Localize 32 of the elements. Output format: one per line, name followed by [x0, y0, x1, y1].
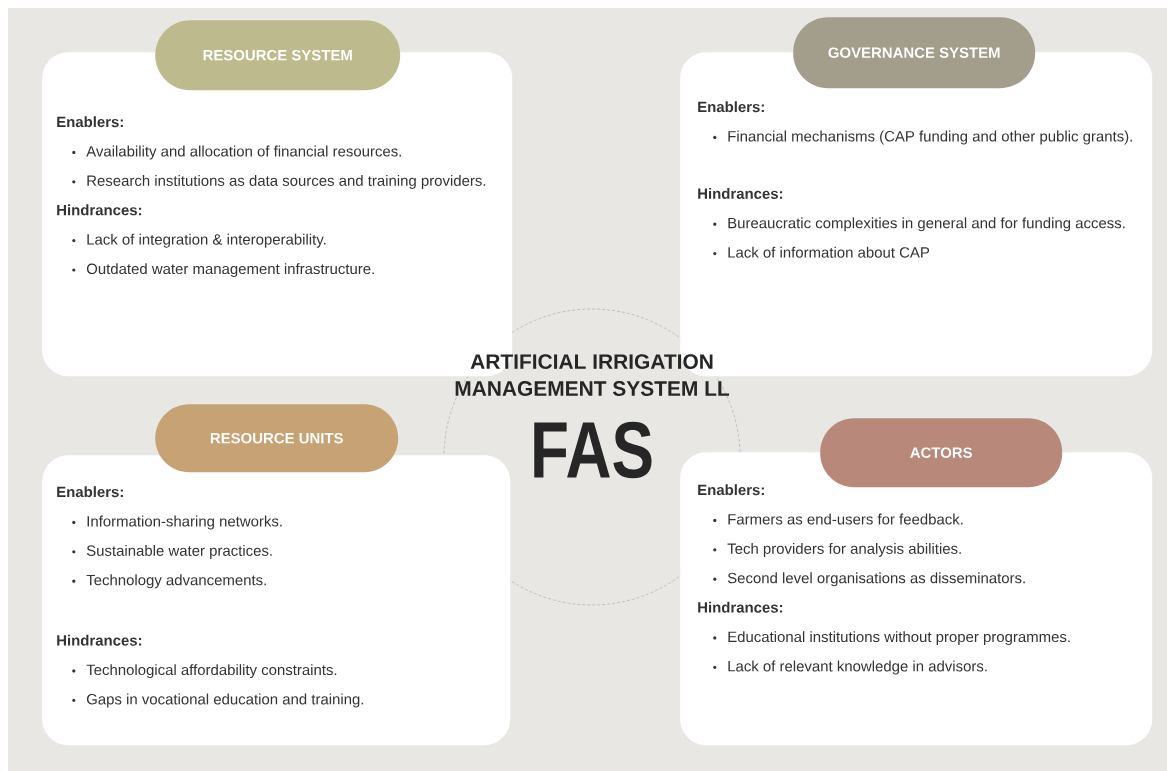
bullet-item: Bureaucratic complexities in general and for funding access.: [728, 217, 1125, 232]
header-pill: RESOURCE SYSTEM: [155, 20, 401, 91]
bullet-item: Farmers as end-users for feedback.: [728, 513, 963, 525]
heading: ARTIFICIAL IRRIGATION MANAGEMENT SYSTEM LL: [455, 354, 730, 396]
bullet-item: Technological affordability constraints.: [86, 664, 337, 679]
section-heading: Enablers:: [57, 116, 123, 128]
bullet-item: Second level organisations as disseminators.: [727, 572, 1025, 587]
bullet-item: Gaps in vocational education and training.: [86, 693, 364, 708]
bullet-item: Technology advancements.: [86, 574, 266, 589]
bullet-item: Lack of relevant knowledge in advisors.: [728, 660, 987, 675]
acronym: FAS: [534, 421, 652, 479]
bullet-item: Lack of integration & interoperability.: [87, 233, 326, 248]
bullet-item: Research institutions as data sources and training providers.: [87, 175, 486, 189]
bullet-item: Educational institutions without proper programmes.: [728, 631, 1070, 646]
bullet-item: Outdated water management infrastructure.: [86, 263, 374, 278]
bullet-item: Availability and allocation of financial resources.: [86, 145, 401, 160]
info-card: [42, 455, 511, 746]
section-heading: Hindrances:: [698, 601, 783, 613]
section-heading: Hindrances:: [698, 188, 783, 199]
section-heading: Enablers:: [698, 101, 764, 113]
bullet-item: Lack of information about CAP: [728, 246, 930, 258]
header-pill: ACTORS: [820, 418, 1063, 488]
section-heading: Hindrances:: [57, 634, 142, 646]
header-pill: GOVERNANCE SYSTEM: [793, 17, 1036, 89]
bullet-item: Sustainable water practices.: [86, 545, 272, 559]
section-heading: Enablers:: [698, 484, 764, 496]
section-heading: Enablers:: [57, 486, 123, 498]
section-heading: Hindrances:: [57, 204, 142, 216]
bullet-item: Information-sharing networks.: [87, 515, 282, 530]
bullet-item: Tech providers for analysis abilities.: [727, 543, 961, 557]
bullet-item: Financial mechanisms (CAP funding and other public grants).: [728, 130, 1132, 145]
header-pill: RESOURCE UNITS: [155, 404, 399, 473]
